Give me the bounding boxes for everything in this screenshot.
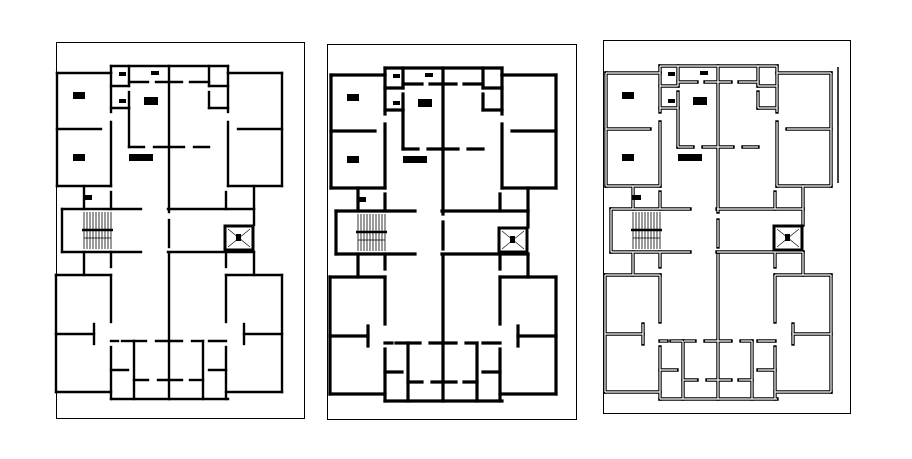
floor-plan-1 [54,64,284,401]
room-label [347,94,359,101]
room-label [393,74,400,78]
room-label [151,71,159,75]
lift-shaft [223,224,255,252]
lift-counterweight [785,234,790,241]
sheet-frame [327,44,577,420]
room-label [668,99,675,103]
staircase [82,212,113,249]
room-label [119,99,126,103]
floor-plan-2 [328,66,558,403]
sheet-frame [603,40,851,414]
staircase [631,212,662,249]
floor-plan-3 [603,64,833,401]
room-label [668,72,675,76]
room-label [144,97,158,105]
room-label [632,195,641,200]
room-label [357,197,366,202]
room-label [129,154,153,161]
room-label [700,71,708,75]
room-label [622,154,634,161]
room-label [119,72,126,76]
room-label [347,156,359,163]
room-label [393,101,400,105]
lift-counterweight [510,236,515,243]
room-label [425,73,433,77]
lift-shaft [497,226,529,254]
staircase [356,214,387,251]
room-label [678,154,702,161]
lift-counterweight [236,234,241,241]
room-label [73,92,85,99]
lift-shaft [772,224,804,252]
room-label [83,195,92,200]
room-label [622,92,634,99]
room-label [693,97,707,105]
room-label [403,156,427,163]
room-label [73,154,85,161]
sheet-frame [56,42,305,419]
room-label [418,99,432,107]
